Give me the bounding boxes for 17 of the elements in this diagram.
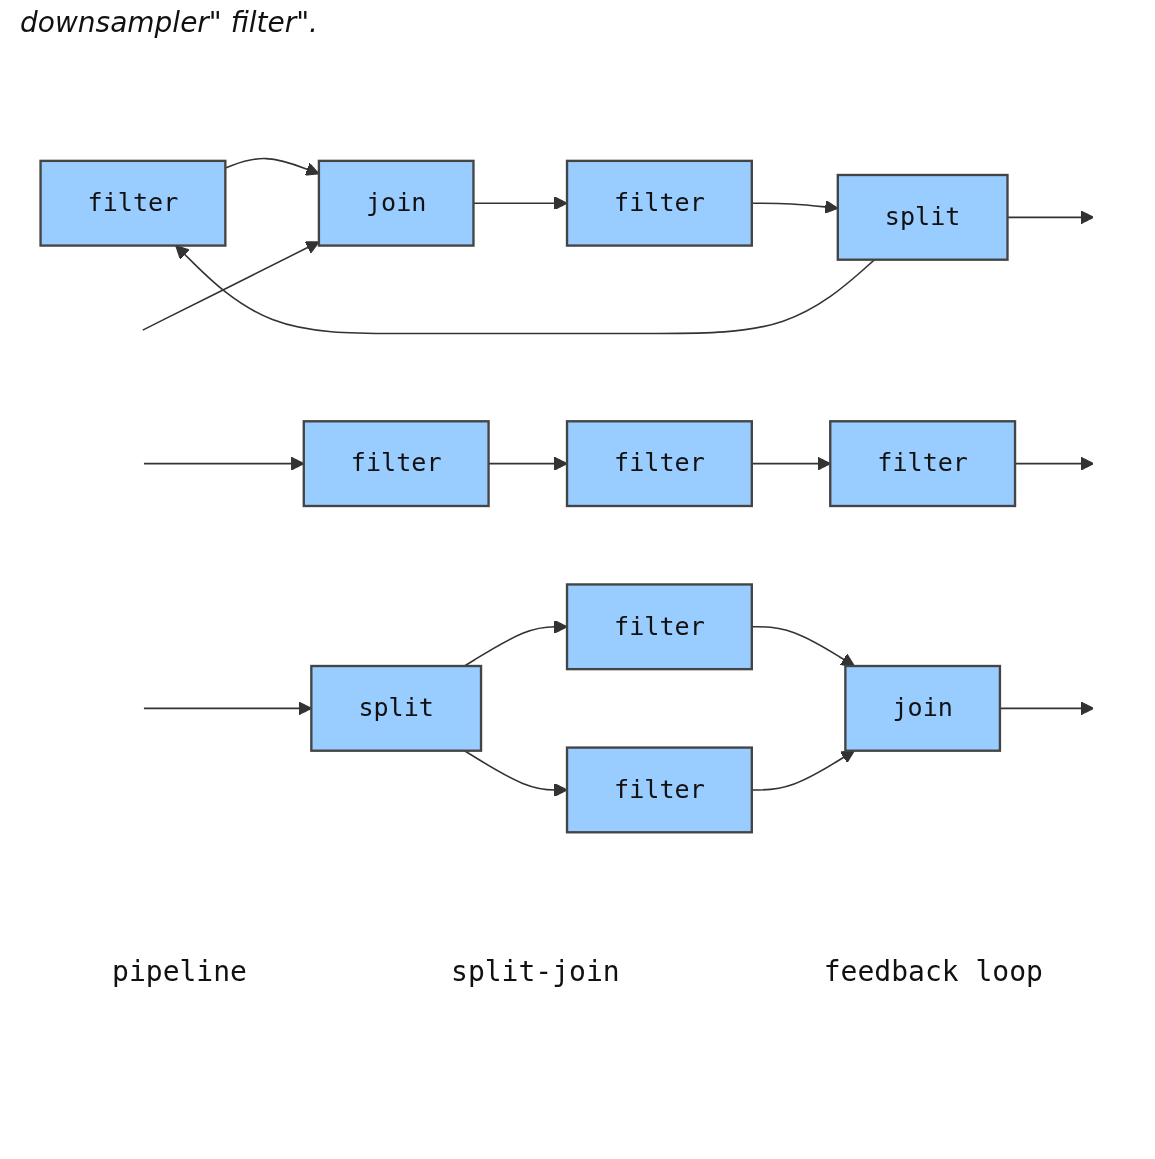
node-box: filter	[302, 419, 490, 507]
node-box: filter	[565, 159, 753, 247]
node-box: filter	[565, 419, 753, 507]
arrow	[142, 456, 304, 471]
node-box: join	[317, 159, 475, 247]
diagram-caption: feedback loop	[823, 955, 1043, 988]
diagram-caption: split-join	[451, 955, 620, 988]
node-box: filter	[565, 746, 753, 834]
node-box: split	[309, 664, 482, 752]
diagram-caption: pipeline	[112, 955, 247, 988]
node-box: filter	[565, 582, 753, 670]
node-box: split	[836, 173, 1009, 261]
node-box: join	[843, 664, 1001, 752]
node-box: filter	[38, 159, 227, 247]
cut-off-heading: downsampler" filter".	[19, 5, 319, 41]
arrow	[141, 240, 320, 331]
node-box: filter	[828, 419, 1016, 507]
